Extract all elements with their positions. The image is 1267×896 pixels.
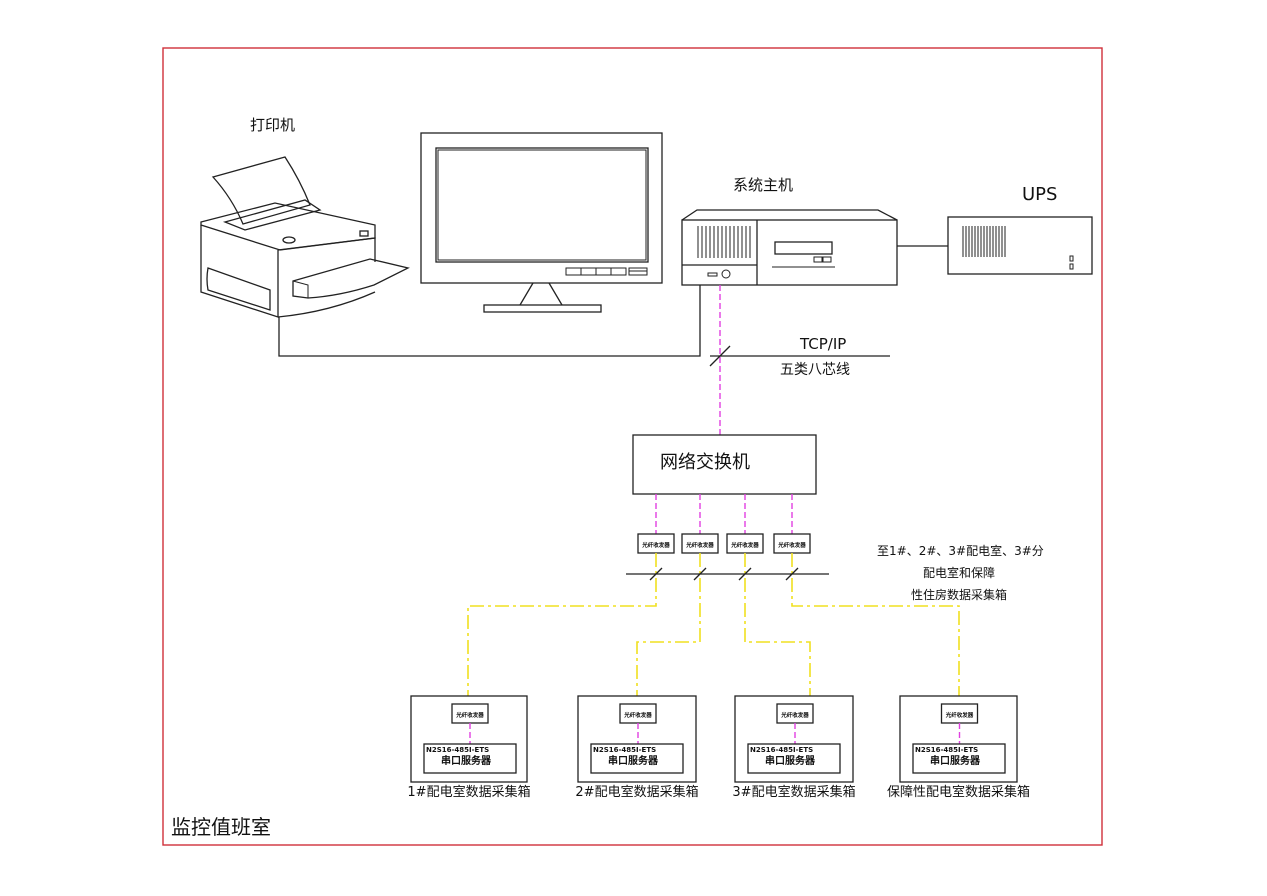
collection-box-name: 3#配电室数据采集箱 <box>732 784 855 800</box>
collection-box-frame <box>577 695 697 783</box>
serial-server <box>747 743 841 774</box>
collection-box-name: 2#配电室数据采集箱 <box>575 784 698 800</box>
box-transceiver-label: 光纤收发器 <box>623 711 652 719</box>
transceiver-label: 光纤收发器 <box>777 541 806 549</box>
serial-server <box>912 743 1006 774</box>
serial-server-model: N2S16-485I-ETS <box>750 746 813 754</box>
collection-box-name: 1#配电室数据采集箱 <box>407 784 530 800</box>
fiber-note-line-3: 性住房数据采集箱 <box>911 587 1007 602</box>
switch-label: 网络交换机 <box>660 452 750 473</box>
cable-tick-mark <box>709 345 731 367</box>
serial-server-label: 串口服务器 <box>930 754 981 767</box>
transceiver-label: 光纤收发器 <box>641 541 670 549</box>
fiber-note-line-1: 至1#、2#、3#配电室、3#分 <box>877 543 1044 558</box>
box-transceiver-label: 光纤收发器 <box>945 711 974 719</box>
collection-box-frame <box>734 695 854 783</box>
printer-host-cable <box>278 285 701 357</box>
ups-label: UPS <box>1022 184 1057 205</box>
serial-server-label: 串口服务器 <box>608 754 659 767</box>
fiber-cable <box>791 553 960 696</box>
host-label: 系统主机 <box>733 176 793 194</box>
collection-box-name: 保障性配电室数据采集箱 <box>887 784 1030 800</box>
transceiver-label: 光纤收发器 <box>730 541 759 549</box>
collection-box-frame <box>899 695 1018 783</box>
serial-server-label: 串口服务器 <box>765 754 816 767</box>
fiber-cable <box>636 553 701 696</box>
printer-label: 打印机 <box>250 116 295 134</box>
serial-server <box>590 743 684 774</box>
printer-icon: 打印机 <box>200 116 410 318</box>
host-computer-icon: 系统主机 <box>681 176 898 286</box>
fiber-cable <box>467 553 657 696</box>
serial-server <box>423 743 517 774</box>
monitor-icon <box>420 132 663 313</box>
fiber-cable <box>744 553 811 696</box>
protocol-label: TCP/IP <box>799 335 846 353</box>
cable-type-label: 五类八芯线 <box>780 362 850 378</box>
box-transceiver-label: 光纤收发器 <box>455 711 484 719</box>
transceiver-label: 光纤收发器 <box>685 541 714 549</box>
serial-server-label: 串口服务器 <box>441 754 492 767</box>
box-transceiver-label: 光纤收发器 <box>780 711 809 719</box>
network-switch: 网络交换机 <box>632 434 817 495</box>
serial-server-model: N2S16-485I-ETS <box>915 746 978 754</box>
room-label: 监控值班室 <box>171 815 271 839</box>
serial-server-model: N2S16-485I-ETS <box>593 746 656 754</box>
room-frame <box>162 47 1103 846</box>
ups-icon: UPS <box>947 184 1093 275</box>
collection-box-frame <box>410 695 528 783</box>
serial-server-model: N2S16-485I-ETS <box>426 746 489 754</box>
fiber-note-line-2: 配电室和保障 <box>923 565 995 580</box>
